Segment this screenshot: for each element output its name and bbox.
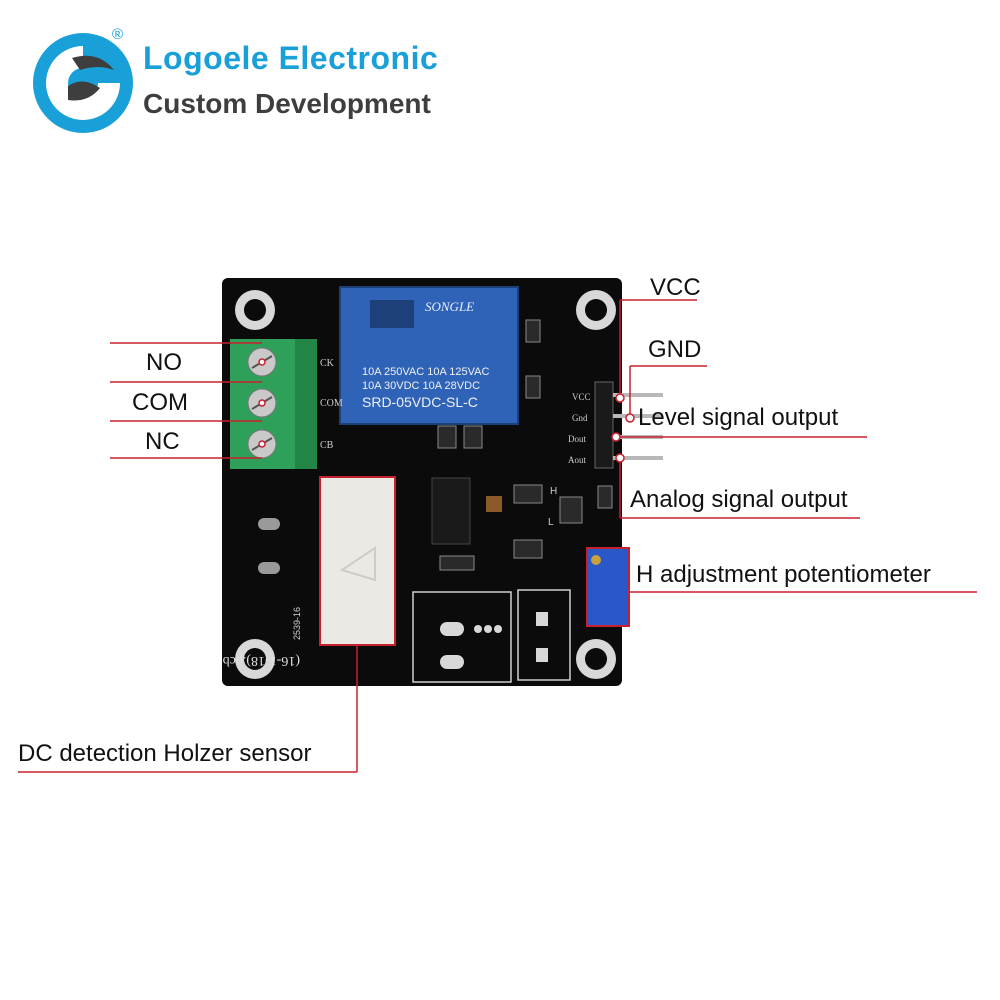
relay-rating-line2: 10A 30VDC 10A 28VDC bbox=[362, 380, 480, 392]
label-nc: NC bbox=[145, 428, 180, 455]
pin-header bbox=[594, 381, 614, 469]
label-vcc: VCC bbox=[650, 274, 701, 301]
brand-name: Logoele Electronic bbox=[143, 40, 439, 76]
relay-rating-line1: 10A 250VAC 10A 125VAC bbox=[362, 366, 489, 378]
label-analog-signal-output: Analog signal output bbox=[630, 486, 848, 513]
relay bbox=[339, 286, 519, 425]
ic-chip bbox=[431, 477, 471, 545]
terminal-label-nc: CB bbox=[320, 440, 334, 451]
pin-label-vcc: VCC bbox=[572, 392, 591, 402]
board-number: 2539-16 bbox=[292, 607, 302, 640]
relay-brand: SONGLE bbox=[425, 299, 474, 314]
label-no: NO bbox=[146, 349, 182, 376]
label-dc-detection-sensor: DC detection Holzer sensor bbox=[18, 740, 312, 767]
relay-model: SRD-05VDC-SL-C bbox=[362, 394, 478, 410]
pin-label-aout: Aout bbox=[568, 455, 586, 465]
pin-label-gnd: Gnd bbox=[572, 413, 588, 423]
registered-mark: ® bbox=[112, 26, 124, 43]
terminal-label-com: COM bbox=[320, 398, 343, 409]
logoele-swirl-logo-icon bbox=[33, 33, 133, 133]
pin-label-dout: Dout bbox=[568, 434, 586, 444]
callout-lines bbox=[18, 299, 977, 773]
terminal-label-no: CK bbox=[320, 358, 335, 369]
label-h-adjustment-potentiometer: H adjustment potentiometer bbox=[636, 561, 931, 588]
mark-h: H bbox=[550, 486, 557, 497]
mark-l: L bbox=[548, 517, 554, 528]
hall-sensor bbox=[319, 476, 396, 646]
label-gnd: GND bbox=[648, 336, 702, 363]
label-com: COM bbox=[132, 389, 188, 416]
label-level-signal-output: Level signal output bbox=[638, 404, 839, 431]
brand-tagline: Custom Development bbox=[143, 88, 431, 119]
pcb-code: (16-1-18).pcb bbox=[223, 653, 300, 668]
